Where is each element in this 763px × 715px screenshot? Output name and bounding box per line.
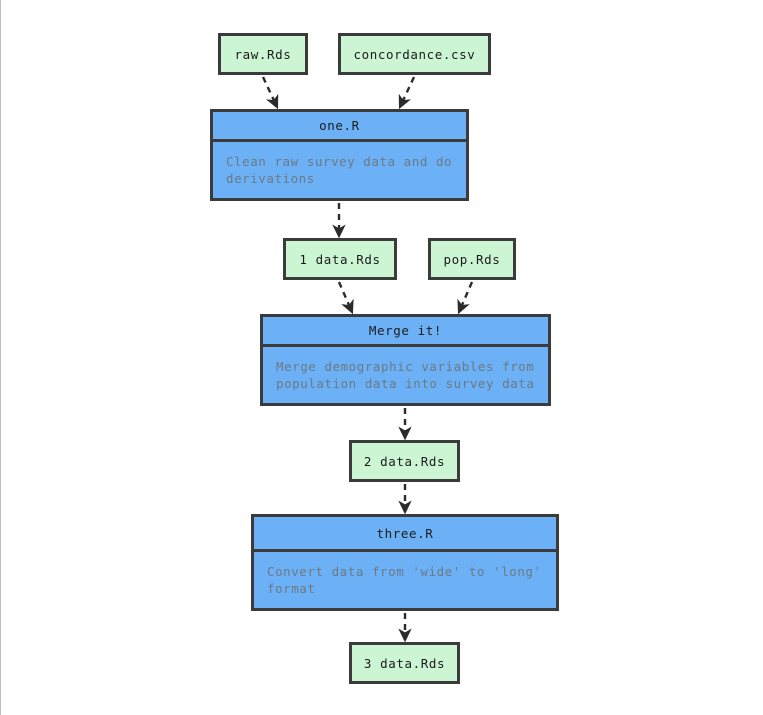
process-node-title: Merge it! <box>368 323 443 339</box>
process-node-description-area: Clean raw survey data and do derivations <box>213 142 466 198</box>
edge-raw-to-one <box>261 76 279 110</box>
process-node-one[interactable]: one.R Clean raw survey data and do deriva… <box>210 109 469 201</box>
file-node-data3[interactable]: 3 data.Rds <box>349 642 460 684</box>
file-node-data1[interactable]: 1 data.Rds <box>283 238 397 280</box>
process-node-description: Merge demographic variables from populat… <box>276 359 535 392</box>
process-node-title-bar: three.R <box>254 517 556 553</box>
process-node-title-bar: Merge it! <box>263 317 548 348</box>
file-node-label: 1 data.Rds <box>299 251 381 267</box>
file-node-label: raw.Rds <box>234 46 292 62</box>
process-node-title-bar: one.R <box>213 112 466 143</box>
file-node-label: 3 data.Rds <box>363 655 446 671</box>
file-node-label: concordance.csv <box>353 46 476 62</box>
process-node-merge[interactable]: Merge it! Merge demographic variables fro… <box>260 314 551 406</box>
process-node-description-area: Convert data from 'wide' to 'long' forma… <box>254 552 556 608</box>
file-node-raw[interactable]: raw.Rds <box>218 33 308 75</box>
process-node-description: Convert data from 'wide' to 'long' forma… <box>267 564 542 597</box>
file-node-concordance[interactable]: concordance.csv <box>338 33 491 75</box>
process-node-description-area: Merge demographic variables from populat… <box>263 347 548 403</box>
file-node-label: pop.Rds <box>443 251 501 267</box>
process-node-description: Clean raw survey data and do derivations <box>226 154 453 187</box>
file-node-label: 2 data.Rds <box>363 453 446 469</box>
process-node-three[interactable]: three.R Convert data from 'wide' to 'long… <box>251 514 559 611</box>
file-node-data2[interactable]: 2 data.Rds <box>349 440 460 482</box>
edge-pop-to-merge <box>457 281 474 315</box>
edge-concordance-to-one <box>398 76 416 110</box>
process-node-title: one.R <box>319 118 360 134</box>
edge-data1-to-merge <box>337 281 354 315</box>
process-node-title: three.R <box>376 525 434 541</box>
file-node-pop[interactable]: pop.Rds <box>428 238 516 280</box>
